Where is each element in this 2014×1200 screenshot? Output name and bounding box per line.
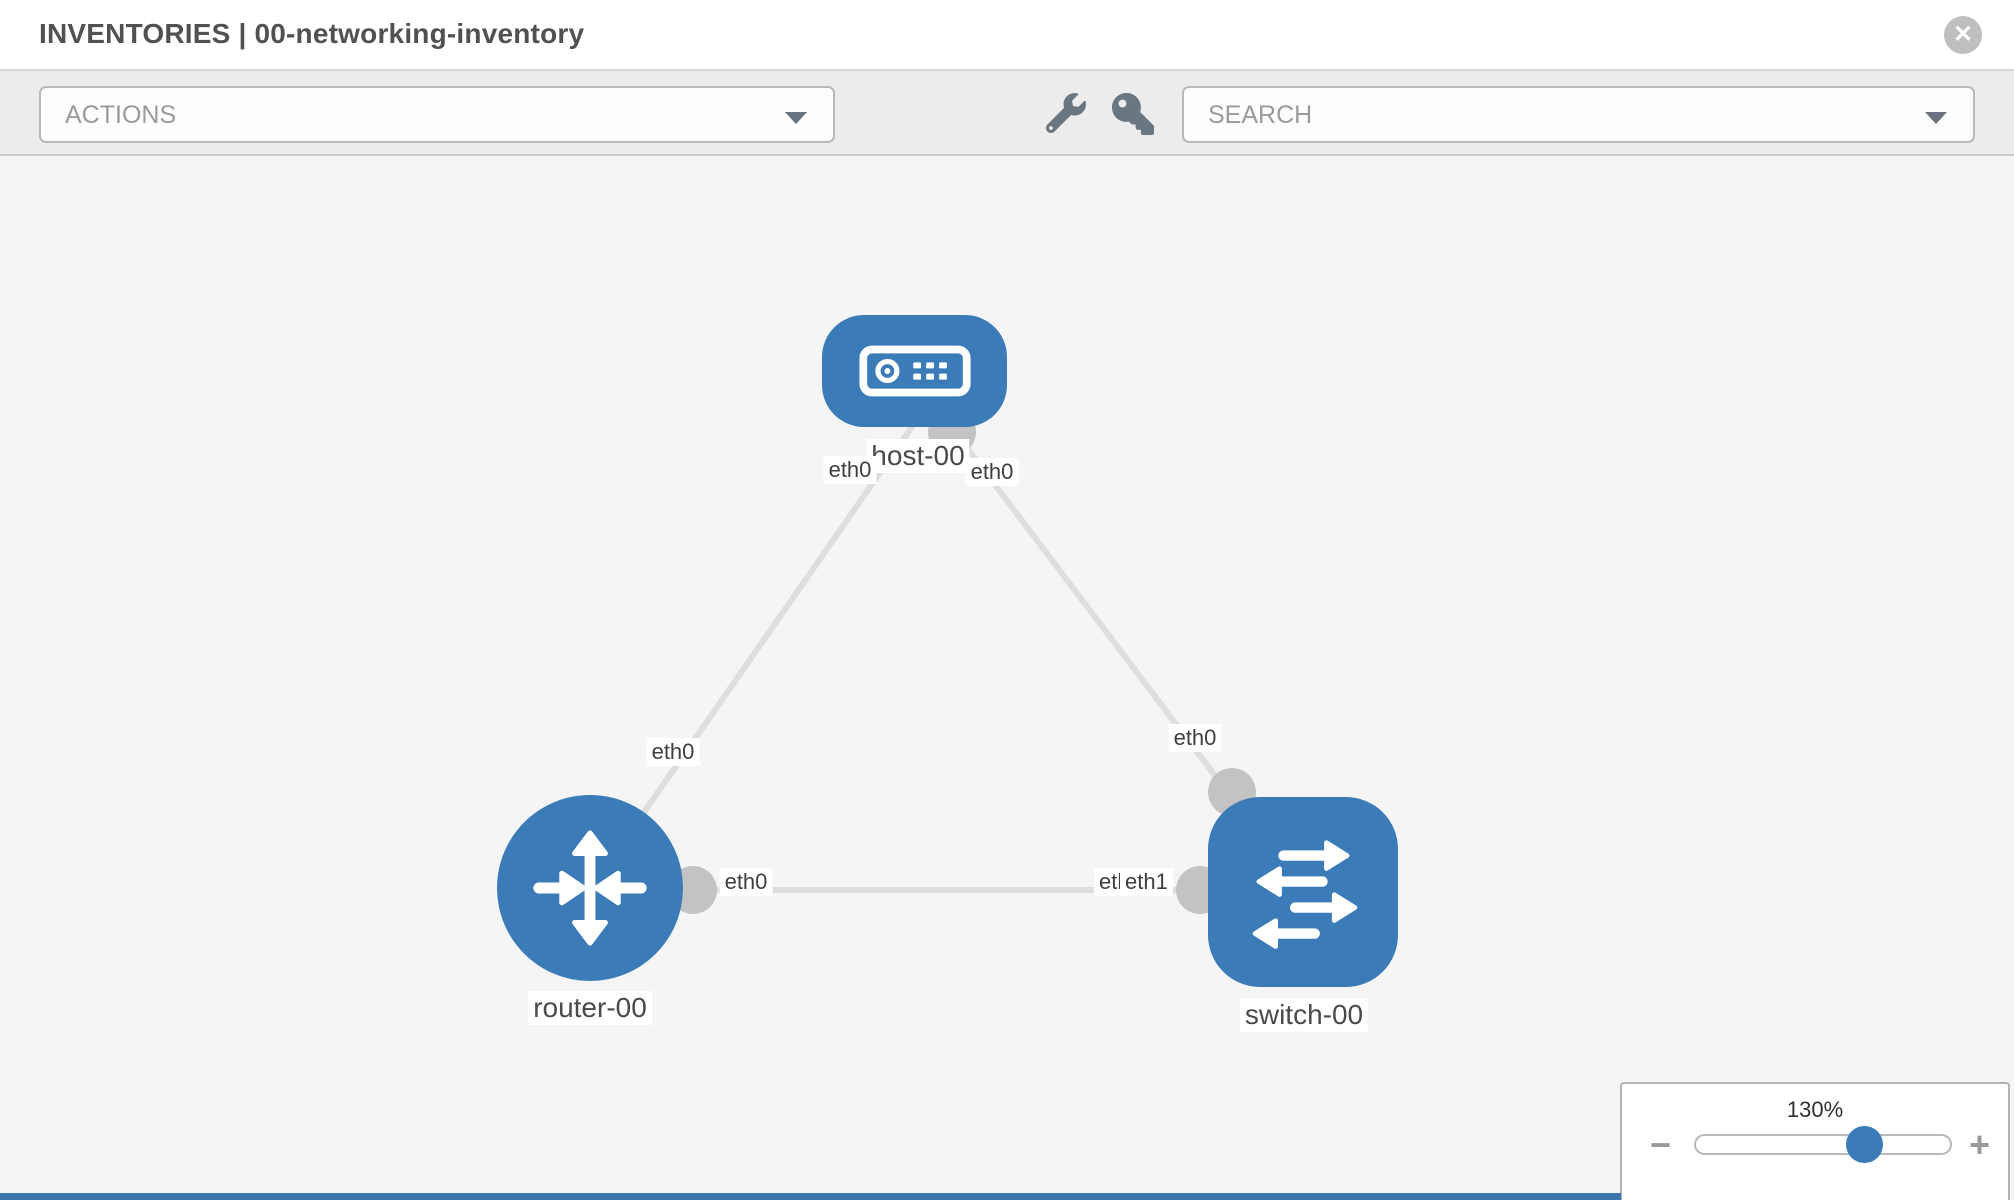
page-title: INVENTORIES | 00-networking-inventory	[39, 18, 585, 49]
toolbar: ACTIONS SEARCH	[0, 71, 2014, 156]
node-label-router-00: router-00	[528, 991, 652, 1025]
chevron-down-icon	[785, 112, 807, 124]
wrench-icon[interactable]	[1044, 93, 1088, 135]
zoom-level: 130%	[1786, 1097, 1844, 1122]
iface-label-switch-left: eth1	[1120, 868, 1173, 896]
header: INVENTORIES | 00-networking-inventory ✕	[0, 0, 2014, 71]
close-icon[interactable]: ✕	[1944, 16, 1982, 54]
key-icon[interactable]	[1111, 93, 1155, 135]
zoom-out-button[interactable]: −	[1650, 1124, 1672, 1165]
iface-label-host-left: eth0	[823, 456, 877, 484]
zoom-slider[interactable]	[1694, 1126, 1952, 1163]
iface-label-router-uplink: eth0	[646, 738, 700, 766]
node-label-host-00: host-00	[866, 439, 970, 473]
iface-label-switch-top: eth0	[1168, 724, 1222, 752]
server-icon	[858, 345, 971, 397]
node-switch-00[interactable]	[1208, 797, 1398, 987]
zoom-in-button[interactable]: +	[1968, 1124, 1990, 1165]
iface-label-router-right: eth0	[719, 868, 773, 896]
bottom-status-bar	[0, 1193, 1621, 1200]
topology-edges	[587, 408, 1306, 914]
actions-dropdown-label: ACTIONS	[65, 101, 177, 129]
topology-canvas[interactable]: host-00 eth0 eth0 eth0 eth0 eth0 eth0 et…	[0, 156, 2014, 1200]
node-label-switch-00: switch-00	[1239, 998, 1369, 1032]
router-icon	[533, 830, 647, 946]
node-router-00[interactable]	[497, 795, 683, 981]
actions-dropdown[interactable]: ACTIONS	[39, 86, 835, 143]
search-dropdown-label: SEARCH	[1208, 101, 1313, 129]
search-dropdown[interactable]: SEARCH	[1182, 86, 1975, 143]
chevron-down-icon	[1925, 112, 1947, 124]
iface-label-host-right: eth0	[965, 458, 1019, 486]
zoom-slider-thumb[interactable]	[1846, 1126, 1883, 1163]
zoom-panel: 130% − +	[1620, 1082, 2010, 1200]
node-host-00[interactable]	[822, 315, 1007, 427]
switch-icon	[1252, 840, 1358, 949]
